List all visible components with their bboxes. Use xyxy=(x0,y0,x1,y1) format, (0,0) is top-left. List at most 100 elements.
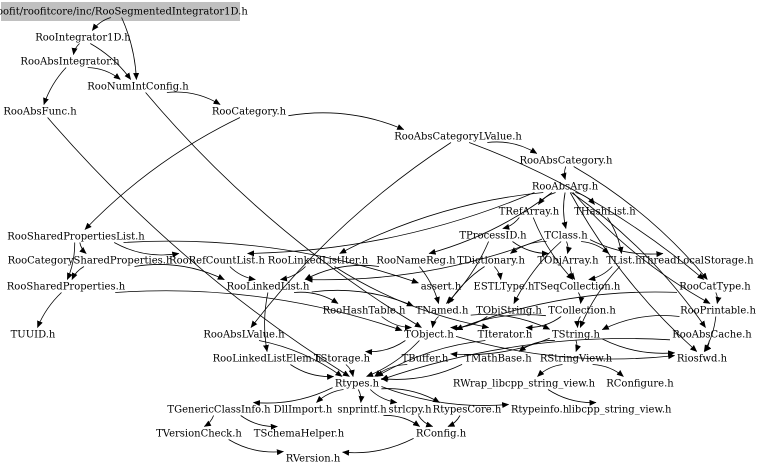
node-roohashtable[interactable]: RooHashTable.h xyxy=(323,306,406,317)
node-roocattype[interactable]: RooCatType.h xyxy=(679,282,751,293)
root-node-label[interactable]: roofit/roofitcore/inc/RooSegmentedIntegr… xyxy=(0,7,248,18)
edge-tclass-to-tobjarray xyxy=(566,241,572,254)
node-tnamed[interactable]: TNamed.h xyxy=(416,306,469,317)
edge-roointegrator1d-to-rooabsintegrator xyxy=(71,43,80,55)
edge-rooabscategorylvalue-to-rooabslvalue xyxy=(250,142,452,328)
node-rooabscategorylvalue[interactable]: RooAbsCategoryLValue.h xyxy=(394,132,522,143)
node-titerator[interactable]: TIterator.h xyxy=(478,330,533,341)
node-rooabslvalue[interactable]: RooAbsLValue.h xyxy=(203,330,285,341)
node-roonamereg[interactable]: RooNameReg.h xyxy=(376,256,456,267)
node-tprocessid[interactable]: TProcessID.h xyxy=(459,231,527,242)
edge-thashlist-to-tlist xyxy=(607,217,624,254)
edge-tclass-to-threadlocalstorage xyxy=(589,239,664,258)
edge-rooabsarg-to-thashlist xyxy=(575,192,595,205)
edge-rooabscategory-to-rooabsarg xyxy=(560,166,567,180)
edge-rtypescore-to-rconfig xyxy=(447,415,461,427)
edge-tcollection-to-tstring xyxy=(574,316,581,328)
edge-roosharedpropertieslist-to-assert xyxy=(123,240,419,284)
node-tobject[interactable]: TObject.h xyxy=(404,330,454,341)
edge-roocattype-to-rooprintable xyxy=(715,292,722,304)
node-rstringview[interactable]: RStringView.h xyxy=(540,354,613,365)
node-rooabscategory[interactable]: RooAbsCategory.h xyxy=(519,156,613,167)
node-tobjarray[interactable]: TObjArray.h xyxy=(537,256,599,267)
edge-trefarray-to-tprocessid xyxy=(502,217,520,230)
node-tstring[interactable]: TString.h xyxy=(552,330,601,341)
node-dllimport[interactable]: DllImport.h xyxy=(274,405,333,416)
node-trefarray[interactable]: TRefArray.h xyxy=(499,207,560,218)
node-rtypes[interactable]: Rtypes.h xyxy=(335,379,380,390)
edge-tnamed-to-tobject xyxy=(430,316,439,328)
node-rconfig[interactable]: RConfig.h xyxy=(416,429,467,440)
node-tuuid[interactable]: TUUID.h xyxy=(11,330,56,341)
edge-rooabscategorylvalue-to-rooabscategory xyxy=(487,141,538,154)
edge-roosharedpropertieslist-to-roocategorysharedproperties xyxy=(79,242,87,254)
edge-tobjstring-to-tobject xyxy=(450,316,488,331)
edge-tstring-to-tbuffer xyxy=(450,337,550,358)
edge-layer xyxy=(37,17,722,456)
node-tschemahelper[interactable]: TSchemaHelper.h xyxy=(254,429,345,440)
node-roolinkedlistelem[interactable]: RooLinkedListElem.h xyxy=(213,354,322,365)
node-tlist[interactable]: TList.h xyxy=(606,256,642,267)
node-tgenericclassinfo[interactable]: TGenericClassInfo.h xyxy=(167,405,271,416)
edge-rooabsarg-to-riosfwd xyxy=(569,192,698,352)
edge-tgenericclassinfo-to-tschemahelper xyxy=(240,415,278,430)
edge-tclass-to-tlist xyxy=(581,241,610,254)
node-roocategory[interactable]: RooCategory.h xyxy=(212,107,287,118)
node-rtypeinfo[interactable]: Rtypeinfo.h xyxy=(511,405,570,416)
node-snprintf[interactable]: snprintf.h xyxy=(337,405,387,416)
node-roolinkedlistiter[interactable]: RooLinkedListIter.h xyxy=(268,256,369,267)
edge-roocategory-to-rooabscategorylvalue xyxy=(288,112,405,130)
node-strlcpy[interactable]: strlcpy.h xyxy=(388,405,432,416)
edge-tdictionary-to-tnamed xyxy=(448,266,485,304)
edge-tstring-to-riosfwd xyxy=(602,338,676,357)
node-roointegrator1d[interactable]: RooIntegrator1D.h xyxy=(35,33,131,44)
node-layer: roofit/roofitcore/inc/RooSegmentedIntegr… xyxy=(0,7,756,465)
node-tcollection[interactable]: TCollection.h xyxy=(548,306,616,317)
node-roosharedproperties[interactable]: RooSharedProperties.h xyxy=(7,282,126,293)
node-rconfigure[interactable]: RConfigure.h xyxy=(606,379,674,390)
node-tdictionary[interactable]: TDictionary.h xyxy=(457,256,525,267)
node-rooprintable[interactable]: RooPrintable.h xyxy=(680,306,756,317)
edge-roolinkedlistiter-to-titerator xyxy=(334,266,490,330)
node-tstorage[interactable]: TStorage.h xyxy=(314,354,371,365)
edge-roofit-roofitcore-inc-roosegmentedintegrator1d-to-roonumintconfig xyxy=(121,17,140,80)
node-tversioncheck[interactable]: TVersionCheck.h xyxy=(156,429,242,440)
node-rooabsfunc[interactable]: RooAbsFunc.h xyxy=(3,107,77,118)
node-estltype[interactable]: ESTLType.h xyxy=(474,282,535,293)
node-riosfwd[interactable]: Riosfwd.h xyxy=(677,354,728,365)
node-rtypescore[interactable]: RtypesCore.h xyxy=(433,405,502,416)
node-roocategorysharedproperties[interactable]: RooCategorySharedProperties.h xyxy=(8,256,173,267)
node-threadlocalstorage[interactable]: ThreadLocalStorage.h xyxy=(640,256,754,267)
node-rooabsintegrator[interactable]: RooAbsIntegrator.h xyxy=(20,57,120,68)
node-assert[interactable]: assert.h xyxy=(421,282,462,293)
node-roosharedpropertieslist[interactable]: RooSharedPropertiesList.h xyxy=(7,232,145,243)
edge-rooabsarg-to-tclass xyxy=(561,192,568,229)
node-tbuffer[interactable]: TBuffer.h xyxy=(402,354,449,365)
node-rversion[interactable]: RVersion.h xyxy=(286,454,341,465)
node-roorefcountlist[interactable]: RooRefCountList.h xyxy=(169,256,265,267)
node-tclass[interactable]: TClass.h xyxy=(544,231,588,242)
edge-tclass-to-tobjstring xyxy=(513,241,562,304)
edge-tlist-to-tseqcollection xyxy=(588,266,613,282)
node-rooabsarg[interactable]: RooAbsArg.h xyxy=(532,182,599,193)
edge-roocategorysharedproperties-to-roolinkedlist xyxy=(134,264,225,280)
node-tmathbase[interactable]: TMathBase.h xyxy=(464,354,532,365)
edge-rooabsintegrator-to-roonumintconfig xyxy=(87,67,121,80)
edge-roohashtable-to-tobject xyxy=(381,316,412,331)
node-roonumintconfig[interactable]: RooNumIntConfig.h xyxy=(87,82,189,93)
node-tobjstring[interactable]: TObjString.h xyxy=(476,306,542,317)
edge-tprocessid-to-tobjarray xyxy=(512,241,549,257)
edge-roolinkedlist-to-tnamed xyxy=(311,289,414,307)
edge-rooabscache-to-riosfwd xyxy=(704,340,712,352)
edge-rooabsarg-to-roolinkedlistiter xyxy=(339,192,544,254)
node-rwrap-libcpp-string-view[interactable]: RWrap_libcpp_string_view.h xyxy=(453,379,596,390)
edge-rooabslvalue-to-rtypes xyxy=(258,340,343,377)
node-rooabscache[interactable]: RooAbsCache.h xyxy=(672,330,752,341)
edge-tmathbase-to-rtypes xyxy=(380,364,463,383)
node-roolinkedlist[interactable]: RooLinkedList.h xyxy=(227,282,310,293)
node-libcpp-string-view[interactable]: libcpp_string_view.h xyxy=(569,405,672,416)
edge-rstringview-to-rconfigure xyxy=(592,364,624,377)
edge-roosharedpropertieslist-to-roorefcountlist xyxy=(114,242,180,258)
node-thashlist[interactable]: THashList.h xyxy=(574,207,636,218)
node-tseqcollection[interactable]: TSeqCollection.h xyxy=(534,282,621,293)
